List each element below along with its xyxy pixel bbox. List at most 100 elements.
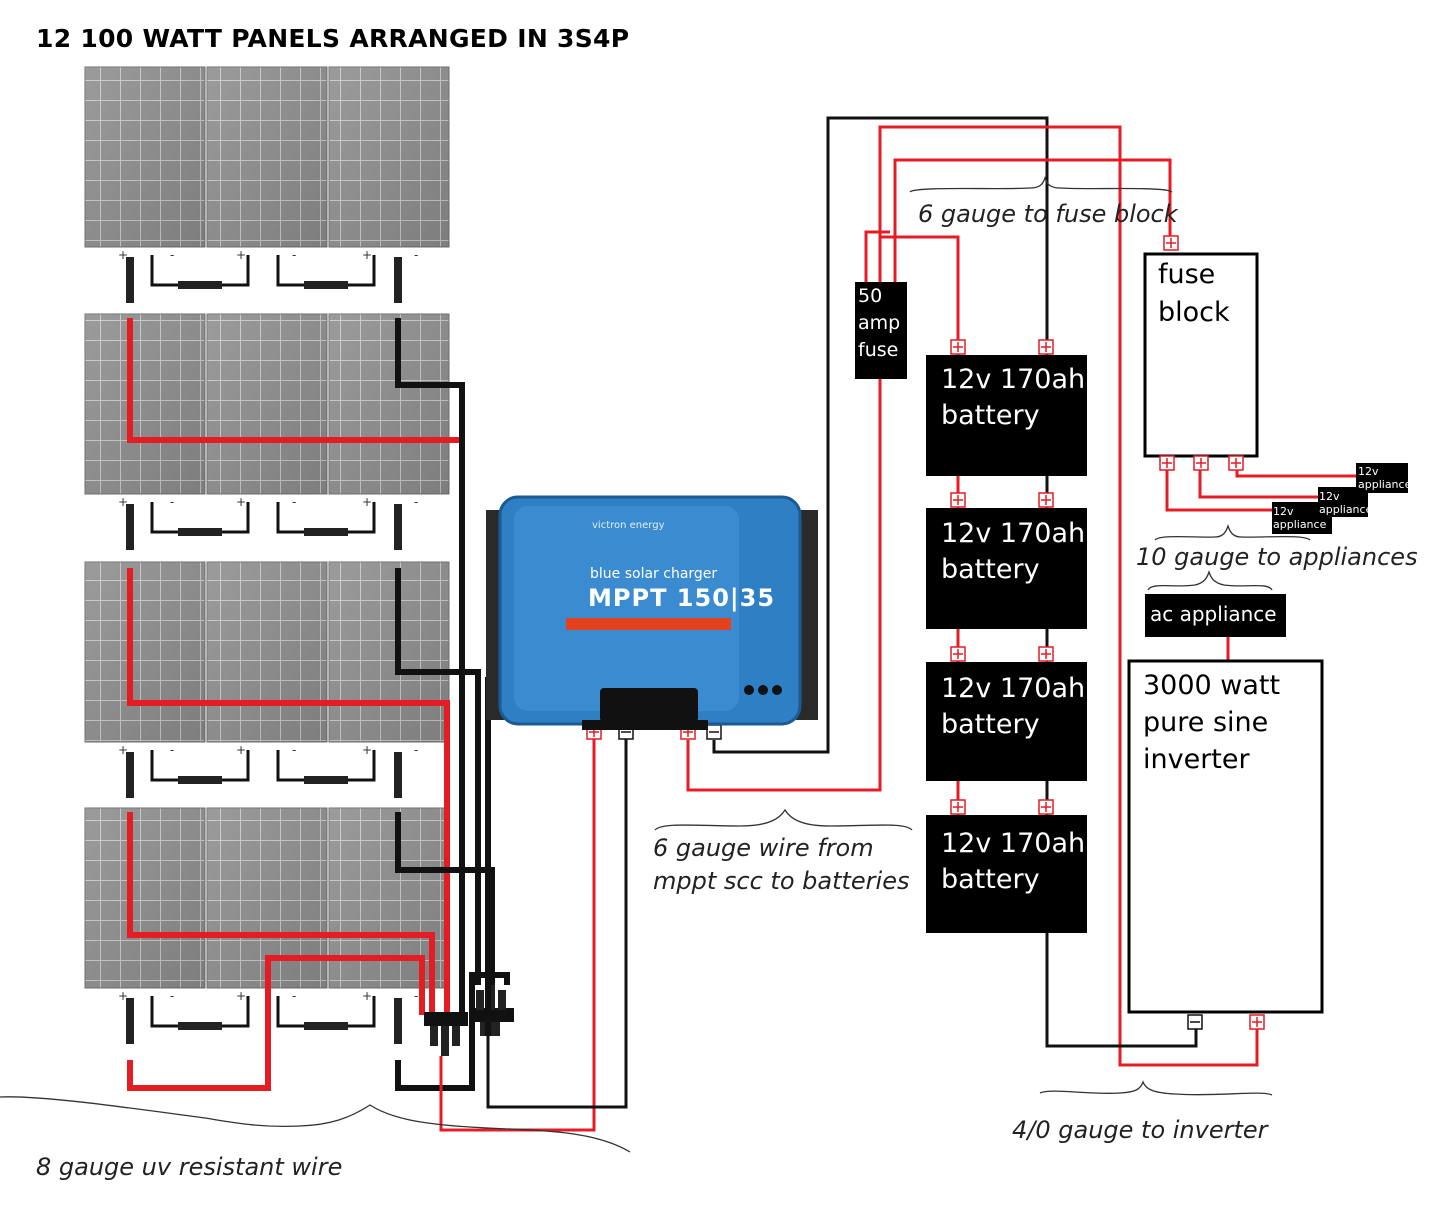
note-pv-wire: 8 gauge uv resistant wire — [36, 1153, 343, 1181]
pv-negative-string-2 — [395, 568, 481, 985]
plus-sign — [1166, 238, 1176, 248]
note-fuse-block-wire: 6 gauge to fuse block — [918, 200, 1178, 228]
panel-terminal-plus: + — [118, 248, 129, 262]
plus-sign — [1041, 649, 1051, 659]
series-jumper-wire — [150, 502, 250, 534]
solar-panel-shade — [329, 67, 449, 247]
pv-positive-string-2 — [127, 568, 450, 1015]
panel-lead — [126, 257, 134, 303]
appliance-3-label: 12v appliance — [1273, 505, 1327, 531]
panel-terminal-minus: - — [414, 495, 419, 509]
series-jumper-wire — [150, 750, 250, 782]
plus-sign — [1041, 342, 1051, 352]
panel-terminal-plus: + — [118, 989, 129, 1003]
solar-panel-shade — [207, 314, 327, 494]
mc4-connector — [304, 281, 348, 289]
solar-panel-shade — [207, 67, 327, 247]
series-jumper-wire — [150, 255, 250, 287]
note-inverter-wire: 4/0 gauge to inverter — [1012, 1116, 1268, 1144]
mc4-connector — [178, 528, 222, 536]
solar-panel-shade — [85, 314, 205, 494]
terminals — [586, 235, 1265, 1030]
pv-negative-string-3 — [395, 812, 495, 985]
panel-lead — [394, 752, 402, 798]
panel-terminal-plus: + — [236, 495, 247, 509]
panel-lead — [394, 998, 402, 1044]
battery-4-label: 12v 170ah battery — [941, 828, 1086, 895]
panel-lead — [126, 998, 134, 1044]
panel-terminal-minus: - — [414, 989, 419, 1003]
panel-terminal-plus: + — [362, 248, 373, 262]
panel-terminal-plus: + — [236, 248, 247, 262]
ac-appliance-label: ac appliance — [1150, 602, 1277, 626]
mppt-product-line: blue solar charger — [590, 566, 718, 582]
plus-sign — [953, 649, 963, 659]
panel-terminal-plus: + — [362, 495, 373, 509]
mppt-controller — [486, 495, 818, 730]
panel-terminal-plus: + — [236, 989, 247, 1003]
pv-positive-string-3 — [127, 812, 435, 1015]
panel-terminal-plus: + — [118, 495, 129, 509]
panel-terminal-plus: + — [118, 743, 129, 757]
annotation-braces — [0, 175, 1311, 1153]
appliance-box-3 — [1272, 502, 1332, 534]
pv-wires — [127, 318, 510, 1091]
plus-sign — [953, 342, 963, 352]
battery-2 — [926, 508, 1087, 629]
panel-terminal-minus: - — [170, 989, 175, 1003]
solar-panel-shade — [329, 562, 449, 742]
panel-terminal-minus: - — [292, 495, 297, 509]
panel-lead — [394, 504, 402, 550]
appliance-1-label: 12v appliance — [1358, 465, 1412, 491]
ac-appliance-body — [1145, 594, 1286, 637]
note-mppt-wire: 6 gauge wire from mppt scc to batteries — [653, 834, 910, 895]
solar-panel-shade — [85, 562, 205, 742]
battery-bank — [926, 355, 1087, 933]
plus-sign — [1162, 458, 1172, 468]
series-jumpers — [126, 255, 402, 1044]
series-jumper-wire — [150, 996, 250, 1028]
solar-panel-shade — [207, 562, 327, 742]
solar-panel-shade — [85, 67, 205, 247]
solar-panel-shade — [85, 808, 205, 988]
mppt-brand: victron energy — [592, 520, 665, 531]
plus-sign — [1196, 458, 1206, 468]
fuse-block-body — [1143, 252, 1259, 458]
pv-negative-string-4 — [395, 972, 510, 1091]
battery-2-label: 12v 170ah battery — [941, 518, 1086, 585]
mc4-connector — [178, 776, 222, 784]
plus-sign — [953, 495, 963, 505]
plus-sign — [953, 802, 963, 812]
battery-3 — [926, 662, 1087, 781]
plus-sign — [1252, 1017, 1262, 1027]
panel-terminal-plus: + — [362, 743, 373, 757]
plus-sign — [1041, 802, 1051, 812]
battery-1-label: 12v 170ah battery — [941, 364, 1086, 431]
note-appliance-wire: 10 gauge to appliances — [1136, 543, 1418, 571]
panel-terminal-plus: + — [362, 989, 373, 1003]
battery-1 — [926, 355, 1087, 476]
mc4-connector — [178, 281, 222, 289]
appliance-2-label: 12v appliance — [1319, 490, 1373, 516]
fuse-block-label: fuse block — [1158, 259, 1230, 328]
panel-lead — [394, 257, 402, 303]
mppt-model: MPPT 150|35 — [588, 584, 776, 612]
panel-lead — [126, 504, 134, 550]
solar-panel-shade — [329, 314, 449, 494]
panel-lead — [126, 752, 134, 798]
fuse-label: 50 amp fuse — [858, 285, 901, 361]
inverter-body — [1127, 659, 1324, 1014]
panel-terminal-minus: - — [414, 743, 419, 757]
inverter-label: 3000 watt pure sine inverter — [1143, 670, 1281, 775]
pv-negative-string-1 — [395, 318, 465, 1015]
panel-terminal-minus: - — [292, 989, 297, 1003]
diagram-title: 12 100 WATT PANELS ARRANGED IN 3S4P — [36, 24, 630, 53]
mc4-connector — [304, 776, 348, 784]
mc4-connector — [304, 528, 348, 536]
panel-terminal-plus: + — [236, 743, 247, 757]
plus-sign — [1231, 458, 1241, 468]
panel-terminal-minus: - — [292, 248, 297, 262]
panel-terminal-minus: - — [170, 495, 175, 509]
